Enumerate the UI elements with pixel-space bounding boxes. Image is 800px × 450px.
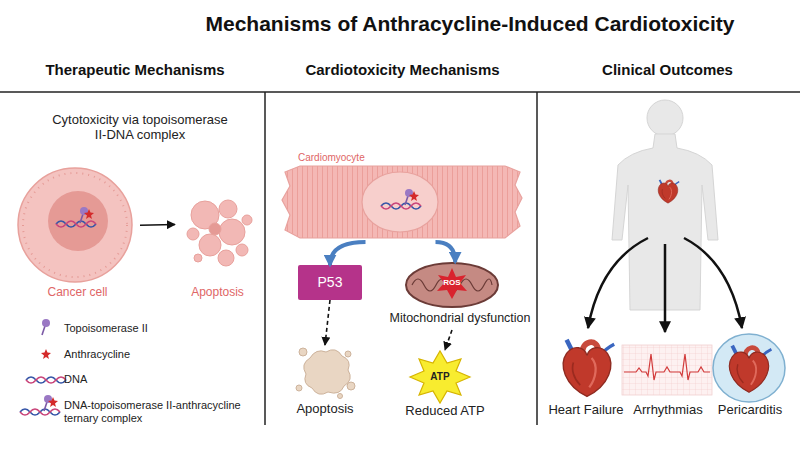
outcome-node: Pericarditis (706, 335, 794, 420)
cancer-cell-drawing (18, 168, 132, 282)
node-text: ROS (437, 278, 467, 287)
organelle-node: ROS Mitochondrial dysfunction (380, 262, 540, 330)
legend-text: DNA (64, 373, 259, 386)
node-text: Arrhythmias (622, 403, 714, 418)
node-text: ATP (425, 371, 455, 383)
node-text: Cardiomyocyte (298, 152, 365, 164)
legend-samples (20, 319, 66, 415)
node-text: Pericarditis (706, 403, 794, 418)
legend-text: Anthracycline (64, 348, 259, 361)
outcome-node: Arrhythmias (622, 345, 714, 420)
diagram-title: Mechanisms of Anthracycline-Induced Card… (205, 12, 735, 36)
node-text: Reduced ATP (395, 404, 495, 419)
connector-arrow (436, 242, 456, 262)
burst-node: ATPReduced ATP (400, 350, 490, 422)
process-box: P53 (298, 265, 362, 300)
column-heading: Cardiotoxicity Mechanisms (270, 61, 535, 78)
heart-failure-drawing (563, 340, 614, 397)
node-text: Apoptosis (175, 286, 260, 300)
node-text: Heart Failure (536, 403, 636, 418)
connector-arrow (445, 330, 452, 350)
node-text: Apoptosis (275, 402, 375, 417)
connector-arrow (325, 300, 330, 345)
apoptotic-fragments (187, 200, 252, 266)
cell-node: Apoptosis (175, 190, 260, 305)
cell-node: Apoptosis (285, 345, 365, 417)
legend-text: Topoisomerase II (64, 322, 259, 335)
connector-arrow (330, 242, 366, 265)
cardiomyocyte-drawing (282, 166, 522, 238)
cell-node: Cardiomyocyte (278, 150, 528, 242)
column-heading: Therapeutic Mechanisms (15, 61, 255, 78)
annotation-text: Cytotoxicity via topoisomerase II-DNA co… (49, 113, 231, 143)
connector-arrow (140, 224, 175, 226)
outcome-node: Heart Failure (542, 335, 630, 420)
pericarditis-drawing (713, 334, 785, 402)
ecg-strip (622, 345, 712, 395)
mitochondrion-drawing (406, 263, 498, 307)
node-text: P53 (298, 265, 362, 300)
outcome-arrows (588, 238, 742, 332)
node-text: Mitochondrial dysfunction (380, 311, 540, 325)
cell-node: Cancer cell (15, 165, 140, 305)
atp-burst (410, 351, 470, 403)
column-divider (536, 92, 538, 425)
header-rule (0, 91, 800, 93)
column-divider (264, 92, 266, 425)
legend-text: DNA-topoisomerase II-anthracycline terna… (64, 399, 262, 425)
apoptotic-cell-drawing (296, 348, 355, 399)
column-heading: Clinical Outcomes (540, 61, 795, 78)
node-text: Cancer cell (15, 286, 140, 300)
